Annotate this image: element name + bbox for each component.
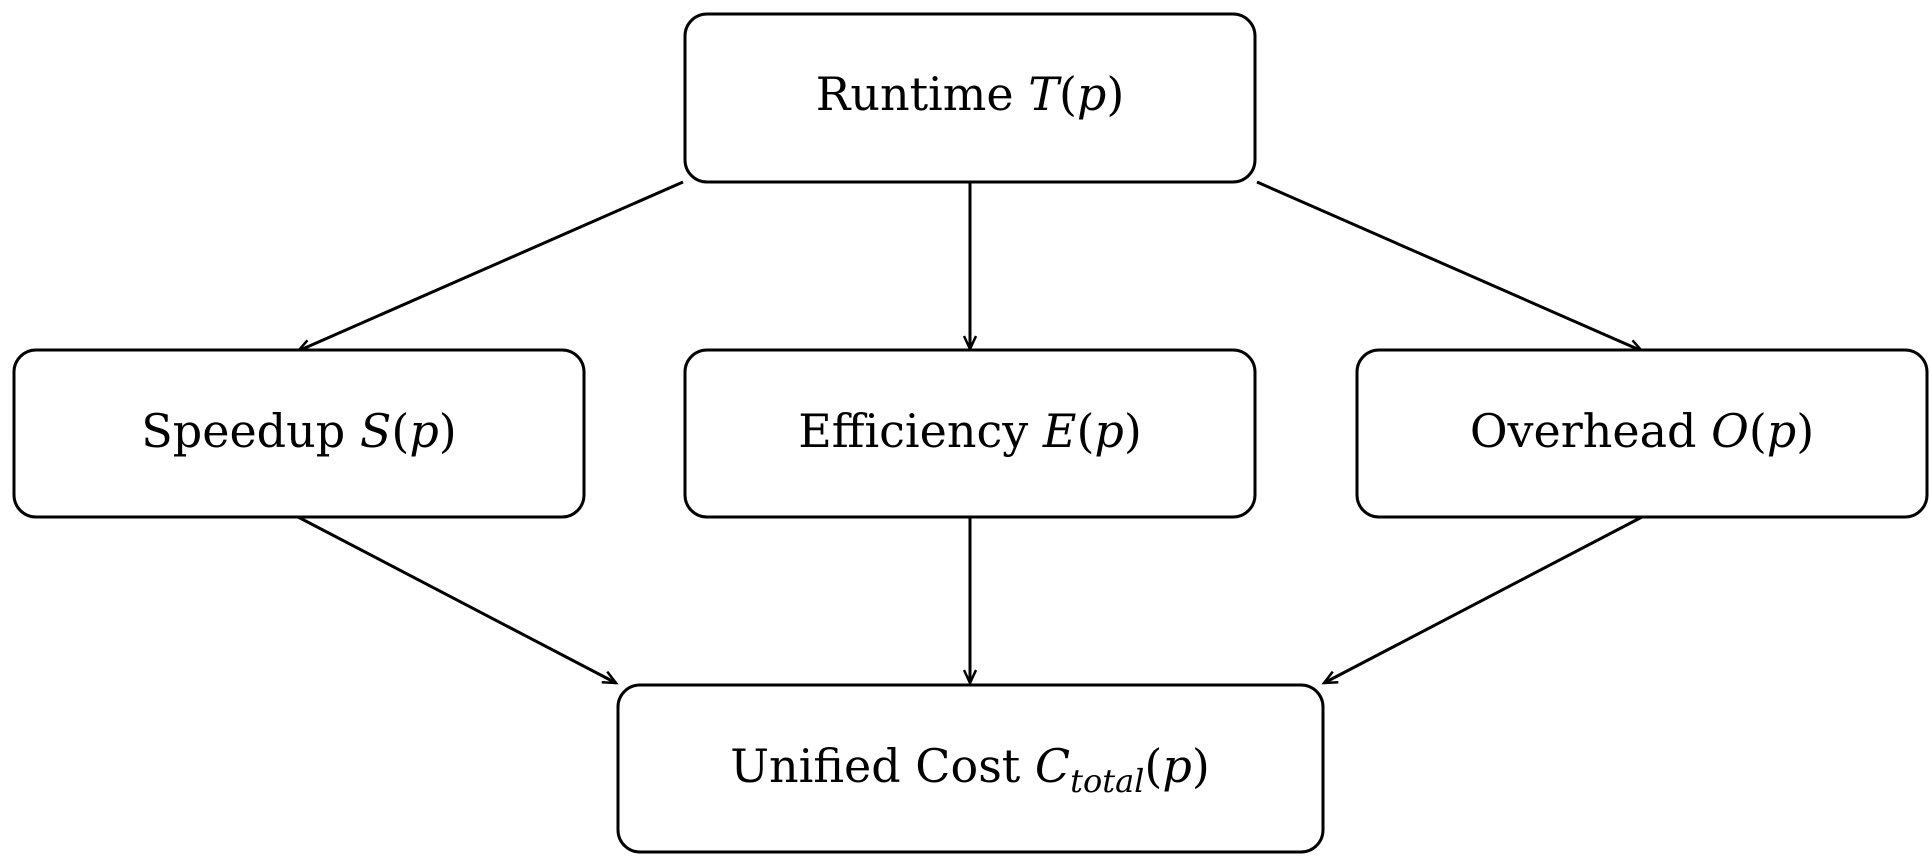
edge-speedup-unified-cost — [297, 515, 616, 683]
node-efficiency-label: Efficiency — [798, 404, 1028, 458]
node-overhead-box — [1355, 348, 1929, 519]
node-efficiency-func: E — [1042, 404, 1077, 458]
node-efficiency-box — [683, 348, 1257, 519]
edges — [297, 180, 1643, 683]
node-speedup-arg: p — [409, 404, 438, 458]
node-speedup: Speedup S(p) — [12, 348, 586, 519]
node-runtime: Runtime T(p) — [683, 12, 1257, 184]
node-overhead-func: O — [1711, 404, 1749, 458]
edge-runtime-overhead — [1256, 180, 1642, 351]
node-runtime-text: Runtime T(p) — [816, 67, 1125, 121]
node-speedup-label: Speedup — [141, 404, 345, 458]
node-speedup-text: Speedup S(p) — [141, 404, 456, 458]
node-runtime-func: T — [1028, 67, 1062, 121]
node-unified-cost-arg: p — [1162, 739, 1191, 793]
node-unified-cost-func: C — [1035, 739, 1070, 793]
node-runtime-label: Runtime — [816, 67, 1014, 121]
node-unified-cost-text: Unified Cost Ctotal(p) — [730, 739, 1210, 800]
node-efficiency: Efficiency E(p) — [683, 348, 1257, 519]
node-efficiency-text: Efficiency E(p) — [798, 404, 1142, 458]
node-runtime-arg: p — [1077, 67, 1106, 121]
node-overhead-arg: p — [1767, 404, 1796, 458]
node-unified-cost-box — [616, 683, 1325, 854]
node-unified-cost: Unified Cost Ctotal(p) — [616, 683, 1325, 854]
node-overhead: Overhead O(p) — [1355, 348, 1929, 519]
node-overhead-text: Overhead O(p) — [1470, 404, 1814, 458]
node-speedup-func: S — [360, 404, 392, 458]
edge-runtime-speedup — [298, 180, 684, 351]
node-runtime-box — [683, 12, 1257, 184]
edge-overhead-unified-cost — [1324, 515, 1643, 683]
node-efficiency-arg: p — [1094, 404, 1123, 458]
node-overhead-label: Overhead — [1470, 404, 1697, 458]
node-unified-cost-subscript: total — [1070, 762, 1144, 800]
node-speedup-box — [12, 348, 586, 519]
node-unified-cost-label: Unified Cost — [730, 739, 1021, 793]
